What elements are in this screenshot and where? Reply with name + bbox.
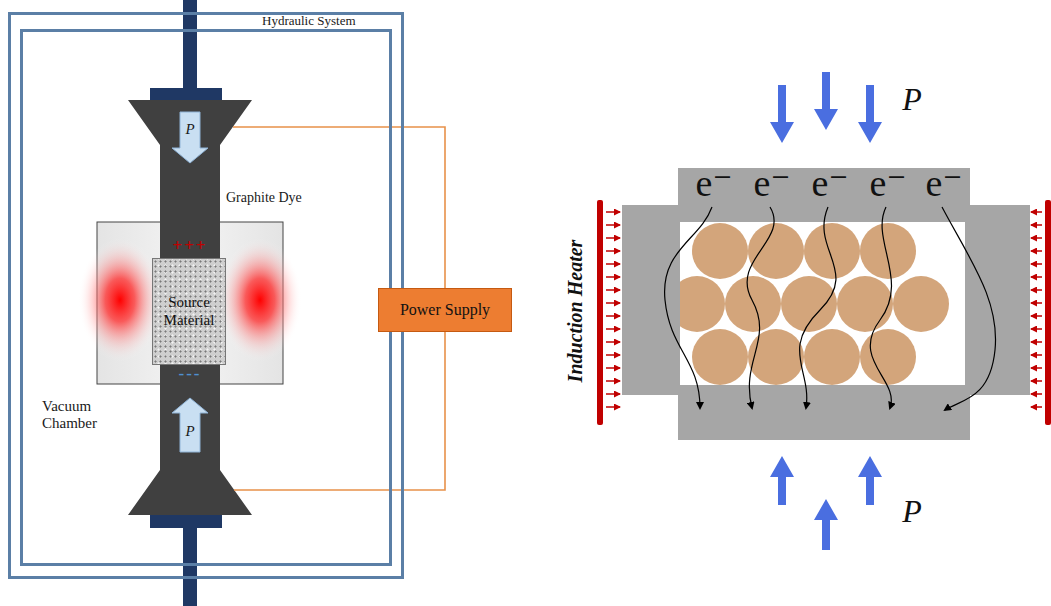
heat-arrow <box>1031 302 1042 304</box>
vacuum-chamber: Vacuum Chamber Graphite DyeSource Materia… <box>20 29 392 566</box>
heat-arrow <box>1031 354 1042 356</box>
heat-arrow <box>1031 315 1042 317</box>
pressure-arrow <box>172 112 208 163</box>
heat-arrow <box>606 302 620 304</box>
node-label: Graphite Dye <box>226 190 336 206</box>
heat-glow <box>78 238 162 362</box>
node-label: Vacuum Chamber <box>42 398 114 433</box>
heater-label: Induction Heater <box>564 240 586 383</box>
heat-arrow <box>1031 393 1042 395</box>
heat-arrow <box>606 315 620 317</box>
bottom-punch <box>128 365 252 515</box>
heat-arrow <box>606 263 620 265</box>
die-body <box>622 168 1030 440</box>
power-supply: Power Supply <box>378 288 512 332</box>
electron-label: e⁻ <box>696 163 733 205</box>
top-punch <box>128 100 252 258</box>
heat-arrow <box>606 211 620 213</box>
pressure-arrow <box>172 398 208 452</box>
powder-particles <box>680 223 949 385</box>
heater-bar <box>1045 200 1051 425</box>
pressure-label: P <box>902 494 922 529</box>
pressure-label: P <box>185 121 194 138</box>
charge-sign: +++ <box>172 237 207 256</box>
electron-label: e⁻ <box>812 163 849 205</box>
heat-arrow <box>606 250 620 252</box>
heat-arrow <box>1031 367 1042 369</box>
source-material: Source Material <box>152 258 226 365</box>
punch-cap <box>150 515 222 528</box>
node-label: Source Material <box>157 294 221 329</box>
heat-arrow <box>606 328 620 330</box>
heat-arrow <box>1031 289 1042 291</box>
electron-label: e⁻ <box>926 163 963 205</box>
heat-arrow <box>1031 380 1042 382</box>
electron-label: e⁻ <box>870 163 907 205</box>
heat-arrow <box>1031 328 1042 330</box>
pressure-label: P <box>902 82 922 117</box>
heat-arrow <box>1031 224 1042 226</box>
heat-glow <box>218 238 302 362</box>
heat-arrow <box>1031 406 1042 408</box>
current-path <box>665 207 996 410</box>
hydraulic-frame: Hydraulic SystemVacuum Chamber Graphite D… <box>8 12 404 579</box>
heat-arrow <box>606 341 620 343</box>
wire <box>233 127 445 288</box>
heat-arrow <box>606 393 620 395</box>
heat-arrow <box>1031 211 1042 213</box>
heat-arrow <box>606 367 620 369</box>
heat-arrow <box>1031 341 1042 343</box>
heat-arrow <box>606 224 620 226</box>
heat-arrow <box>1031 250 1042 252</box>
heat-arrow <box>1031 276 1042 278</box>
heater-bar <box>597 200 603 425</box>
pressure-arrows <box>770 72 882 550</box>
wire <box>234 332 445 490</box>
heat-arrow <box>606 354 620 356</box>
heat-arrows <box>606 212 1042 407</box>
electron-label: e⁻ <box>754 163 791 205</box>
charge-sign: --- <box>179 365 202 384</box>
heat-arrow <box>606 406 620 408</box>
heat-arrow <box>1031 263 1042 265</box>
punch-cap <box>150 88 222 101</box>
heat-arrow <box>606 276 620 278</box>
heat-arrow <box>606 237 620 239</box>
heat-arrow <box>1031 237 1042 239</box>
pressure-label: P <box>185 423 194 440</box>
heat-arrow <box>606 289 620 291</box>
node-label: Hydraulic System <box>262 14 392 29</box>
heat-arrow <box>606 380 620 382</box>
node-label: Power Supply <box>383 301 507 319</box>
